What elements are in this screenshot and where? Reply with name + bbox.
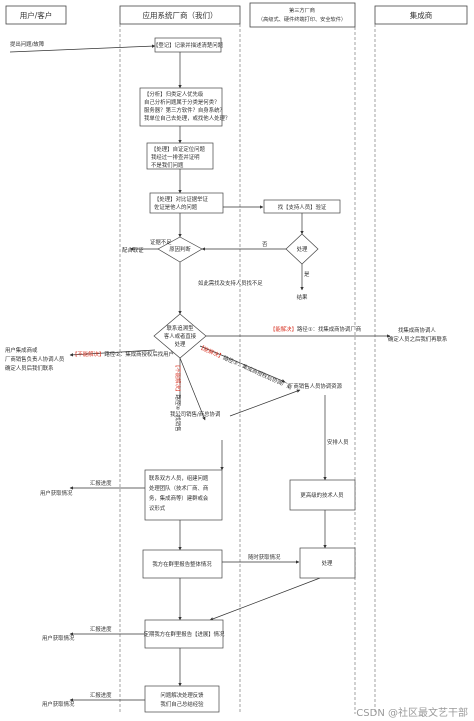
label-can-solve-3: 【能解决】路径③：集成商授权后协调厂商: [197, 343, 294, 392]
node-self-locate-line-3: 不是我们问题: [151, 161, 184, 169]
node-analyze-line-2: 自己分析问题属于分类是何类？: [144, 98, 219, 106]
node-progress: 定期我方在群里报告【进展】情况: [144, 619, 225, 649]
node-tech: 更高级的技术人员: [289, 479, 356, 511]
label-feedback-2: 汇报进度: [90, 625, 112, 633]
label-sales-coord: 我公司销售/商总协调: [170, 410, 220, 418]
label-cannot-solve-2: 【不能解决】路径②：集成商授权后找用户: [72, 350, 174, 358]
node-evidence: 【处理】对比证据举证 佐证是他人的问题: [149, 192, 224, 214]
node-self-locate-line-1: 【处理】自证定位问题: [151, 145, 206, 153]
connectors: [9, 44, 391, 702]
node-contact-line-2: 客人或者直接: [164, 332, 197, 340]
node-contact-line-1: 联系追溯型: [167, 324, 195, 332]
label-get-status-1: 用户获取情况: [40, 489, 73, 497]
node-result: 结果: [297, 293, 308, 301]
node-handle-third-party: 处理: [285, 233, 319, 265]
node-analyze: 【分析】归类定人优先级 自己分析问题属于分类是何类？ 服务器？第三方软件？自身系…: [139, 87, 230, 127]
label-customer-side-2: 厂商销售负责人协调人员: [5, 355, 65, 363]
label-get-status-4: 用户获取情况: [42, 700, 75, 708]
lane-title-integrator: 集成商: [410, 10, 433, 20]
node-evidence-line-1: 【处理】对比证据举证: [154, 195, 209, 203]
label-get-status-3: 用户获取情况: [42, 634, 75, 642]
label-no: 是: [304, 271, 310, 278]
node-contact-team-line-2: 处理团队（技术厂商、商: [149, 484, 209, 492]
node-judge-text: 原因判断: [169, 245, 191, 253]
node-register-line-1: 【登记】记录并描述清楚问题: [153, 41, 224, 49]
label-feedback-3: 汇报进度: [90, 691, 112, 699]
lane-title-vendor: 应用系统厂商（我们）: [143, 10, 218, 20]
label-can-solve-1: 【能解决】路径①：找集成商协调厂商: [270, 325, 362, 333]
label-customer-side-1: 用户集成商或: [5, 346, 38, 354]
label-vendor-sales: 厂商销售人员协调资源: [288, 382, 343, 390]
node-judge: 原因判断: [157, 236, 203, 263]
label-integrator-side-1: 找集成商协调人: [398, 326, 436, 334]
node-contact-team-line-1: 联系双方人员，组建问题: [149, 474, 209, 482]
lane-header-customer: 用户/客户: [5, 5, 67, 25]
label-integrator-side-2: 确定人员之后我们再联系: [388, 335, 448, 343]
lane-header-vendor: 应用系统厂商（我们）: [119, 5, 241, 25]
node-contact-team-line-3: 务，集成商等）建群或会: [149, 494, 209, 502]
node-report: 我方在群里报告整体情况: [142, 549, 223, 579]
edge-handle-progress: [209, 577, 321, 621]
node-summary: 问题解决处理反馈 我们自己总结经验: [144, 685, 220, 713]
lane-header-third-party: 第三方厂商 （高级式、硬件终端打印、安全软件）: [249, 2, 356, 28]
edge-can-solve-3: [199, 345, 286, 383]
label-cooperate: 配合取证: [122, 246, 144, 254]
lane-header-integrator: 集成商: [374, 5, 468, 25]
node-find-support-line-1: 找【支持人员】验证: [278, 203, 327, 211]
edge-sales-vendor: [229, 389, 301, 417]
node-handle2: 处理: [299, 547, 356, 579]
label-yes: 否: [262, 241, 268, 248]
label-get-status-2: 随时获取情况: [248, 553, 281, 561]
node-find-support: 找【支持人员】验证: [263, 199, 341, 214]
edge-cannot-solve-2: [69, 349, 156, 357]
edge-to-sales: [179, 357, 206, 421]
lane-title-third-party-2: （高级式、硬件终端打印、安全软件）: [258, 15, 346, 23]
node-handle2-text: 处理: [322, 559, 333, 567]
node-report-text: 我方在群里报告整体情况: [152, 560, 212, 568]
label-evidence-insufficient: 证据不足: [150, 238, 172, 246]
edge-report: [9, 44, 156, 53]
node-analyze-line-4: 我单位自己去处理，或找他人处理？: [144, 114, 230, 122]
watermark: CSDN @社区最文艺干部: [356, 706, 468, 719]
lane-title-third-party-1: 第三方厂商: [289, 6, 315, 14]
node-analyze-line-3: 服务器？第三方软件？自身系统？: [144, 106, 225, 114]
label-assign: 安排人员: [327, 438, 349, 446]
node-handle-third-party-text: 处理: [297, 245, 308, 253]
lane-dividers: [119, 24, 376, 714]
node-contact-line-3: 处理: [175, 340, 186, 348]
node-evidence-line-2: 佐证是他人的问题: [154, 203, 198, 211]
node-progress-text: 定期我方在群里报告【进展】情况: [144, 630, 225, 638]
node-self-locate-line-2: 我经过一排查并证明: [151, 153, 200, 161]
node-summary-line-1: 问题解决处理反馈: [160, 691, 204, 699]
node-self-locate: 【处理】自证定位问题 我经过一排查并证明 不是我们问题: [146, 142, 214, 170]
node-contact-team-line-4: 议形式: [149, 504, 166, 512]
node-analyze-line-1: 【分析】归类定人优先级: [144, 90, 204, 98]
label-insufficient: 如此需找及支持人员找不足: [198, 279, 263, 287]
node-contact-team: 联系双方人员，组建问题 处理团队（技术厂商、商 务，集成商等）建群或会 议形式: [144, 469, 223, 521]
label-feedback-1: 汇报进度: [90, 479, 112, 487]
node-tech-text: 更高级的技术人员: [300, 491, 344, 499]
node-summary-line-2: 我们自己总结经验: [160, 700, 204, 708]
label-cannot-solve-4: 【不能解决】路径④：找销售: [174, 362, 182, 432]
node-contact: 联系追溯型 客人或者直接 处理: [153, 313, 207, 359]
label-customer-side-3: 确定人员后我们联系: [5, 364, 54, 372]
lane-title-customer: 用户/客户: [20, 10, 53, 20]
node-register: 【登记】记录并描述清楚问题: [153, 37, 224, 53]
label-report-issue: 提出问题/故障: [10, 40, 45, 48]
